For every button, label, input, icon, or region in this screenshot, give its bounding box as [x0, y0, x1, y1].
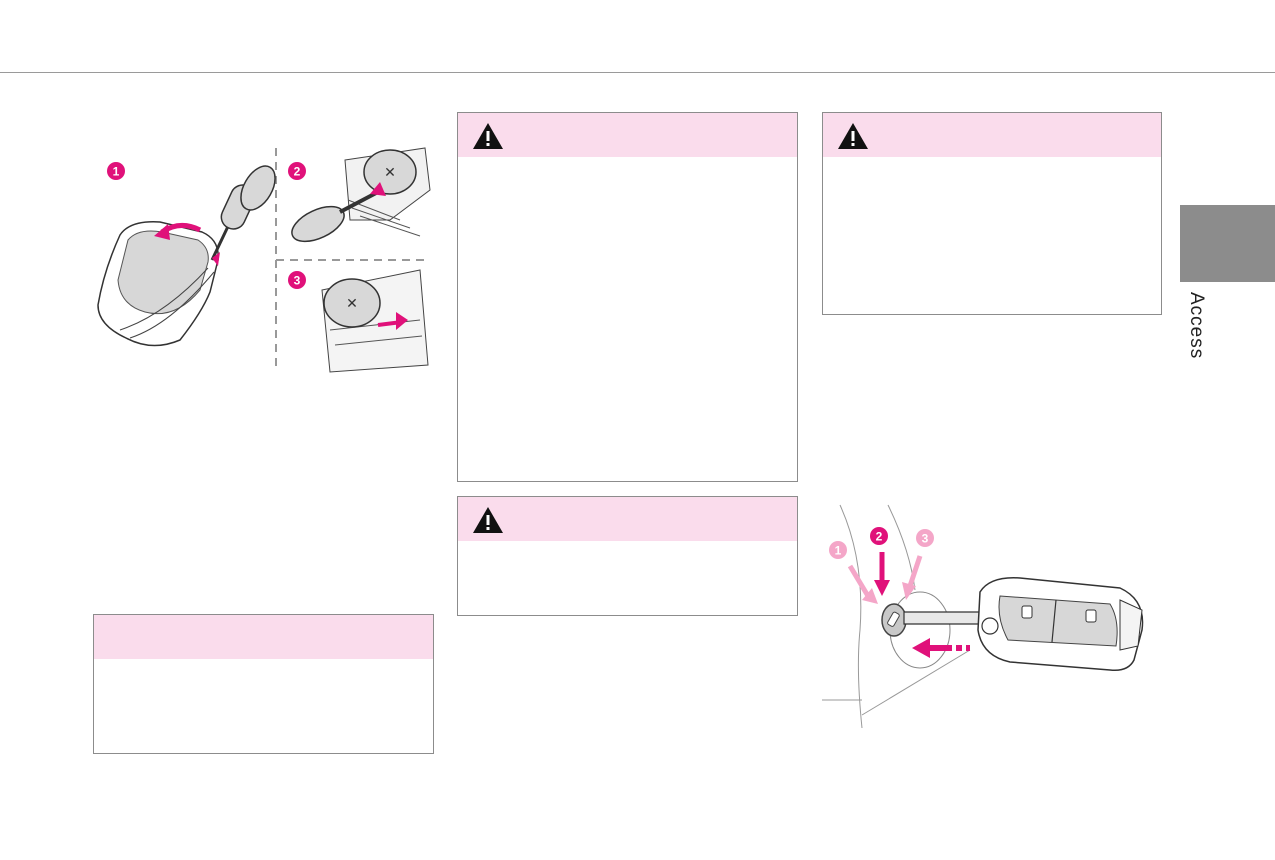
warning-triangle-icon	[838, 123, 868, 149]
warning-header-1	[458, 113, 797, 157]
warning-header-2	[458, 497, 797, 541]
key-step-1-label: 1	[835, 544, 842, 558]
key-step-1-marker: 1	[829, 541, 847, 559]
top-rule	[0, 72, 1275, 73]
warning-box-3	[822, 112, 1162, 315]
warning-triangle-icon	[473, 123, 503, 149]
warning-box-2	[457, 496, 798, 616]
key-step-3-marker: 3	[916, 529, 934, 547]
note-box	[93, 614, 434, 754]
step-1-marker: 1	[107, 162, 125, 180]
note-header	[94, 615, 433, 659]
step-1-label: 1	[113, 165, 120, 179]
step-2-label: 2	[294, 165, 301, 179]
svg-text:✕: ✕	[346, 295, 358, 311]
key-ignition-illustration: 1 2 3	[822, 504, 1144, 729]
step-3-label: 3	[294, 274, 301, 288]
section-tab-label: Access	[1186, 292, 1207, 360]
warning-header-3	[823, 113, 1161, 157]
step-2-marker: 2	[288, 162, 306, 180]
warning-triangle-icon	[473, 507, 503, 533]
step-3-marker: 3	[288, 271, 306, 289]
svg-text:✕: ✕	[384, 164, 396, 180]
key-step-2-marker: 2	[870, 527, 888, 545]
section-tab	[1180, 205, 1275, 282]
key-step-3-label: 3	[922, 532, 929, 546]
warning-box-1	[457, 112, 798, 482]
battery-replacement-illustration: 1 2 ✕ 3 ✕	[97, 147, 431, 373]
key-step-2-label: 2	[876, 530, 883, 544]
